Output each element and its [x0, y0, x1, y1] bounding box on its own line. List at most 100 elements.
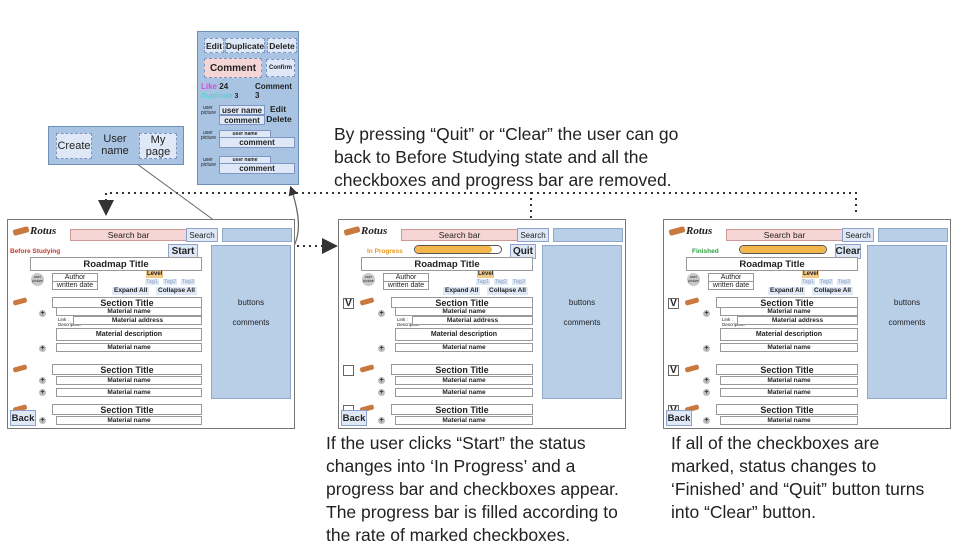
search-bar[interactable]: Search bar: [70, 229, 187, 241]
material-name[interactable]: Material name: [720, 376, 858, 385]
back-button[interactable]: Back: [666, 410, 692, 426]
search-button[interactable]: Search: [186, 228, 218, 242]
tag-badge[interactable]: Tag2: [494, 279, 508, 285]
logo-text: Rotus: [361, 225, 388, 237]
tag-badge[interactable]: Tag3: [181, 279, 195, 285]
section-title[interactable]: Section Title: [52, 364, 202, 375]
delete-button[interactable]: Delete: [267, 38, 297, 53]
comment-input-button[interactable]: Comment: [204, 58, 262, 78]
user-picture-label-2: user picture: [201, 130, 217, 141]
tag-badge[interactable]: Tag2: [819, 279, 833, 285]
material-name[interactable]: Material name: [56, 343, 202, 352]
section-title[interactable]: Section Title: [716, 364, 858, 375]
section-title[interactable]: Section Title: [52, 404, 202, 415]
user-menu-box[interactable]: [878, 228, 948, 242]
material-name[interactable]: Material name: [395, 343, 533, 352]
material-name[interactable]: Material name: [56, 388, 202, 397]
side-buttons-label[interactable]: buttons: [893, 298, 921, 307]
collapse-all-button[interactable]: Collapse All: [487, 287, 528, 295]
material-address[interactable]: Material address: [73, 316, 202, 325]
material-name[interactable]: Material name: [56, 416, 202, 425]
side-comments-label[interactable]: comments: [888, 318, 926, 327]
expand-material-icon[interactable]: +: [39, 417, 46, 424]
edit-comment-button[interactable]: Edit: [269, 104, 287, 114]
annotation-right-line: marked, status changes to: [671, 456, 877, 476]
expand-material-icon[interactable]: +: [39, 377, 46, 384]
rotus-logo[interactable]: Rotus: [343, 224, 388, 238]
user-picture-avatar[interactable]: user picture: [31, 273, 44, 286]
collapse-all-button[interactable]: Collapse All: [156, 287, 197, 295]
search-bar[interactable]: Search bar: [401, 229, 518, 241]
clear-button[interactable]: Clear: [835, 244, 861, 259]
back-button[interactable]: Back: [10, 410, 36, 426]
section-title[interactable]: Section Title: [391, 404, 533, 415]
material-name[interactable]: Material name: [720, 416, 858, 425]
expand-all-button[interactable]: Expand All: [768, 287, 806, 295]
expand-material-icon[interactable]: +: [39, 345, 46, 352]
user-picture-avatar[interactable]: user picture: [687, 273, 700, 286]
material-name[interactable]: Material name: [395, 388, 533, 397]
tag-badge[interactable]: Tag1: [476, 279, 490, 285]
rotus-logo[interactable]: Rotus: [668, 224, 712, 238]
material-name[interactable]: Material name: [56, 376, 202, 385]
tag-badge[interactable]: Tag3: [837, 279, 851, 285]
tag-badge[interactable]: Tag1: [801, 279, 815, 285]
side-comments-label[interactable]: comments: [232, 318, 270, 327]
side-buttons-label[interactable]: buttons: [568, 298, 596, 307]
section-checkbox[interactable]: [343, 365, 354, 376]
user-picture-avatar[interactable]: user picture: [362, 273, 375, 286]
expand-material-icon[interactable]: +: [378, 417, 385, 424]
section-title[interactable]: Section Title: [391, 364, 533, 375]
annotation-middle-line: The progress bar is filled according to: [326, 502, 618, 522]
expand-material-icon[interactable]: +: [703, 345, 710, 352]
collapse-icon[interactable]: +: [378, 310, 385, 317]
material-address[interactable]: Material address: [412, 316, 533, 325]
expand-material-icon[interactable]: +: [39, 389, 46, 396]
search-bar[interactable]: Search bar: [726, 229, 843, 241]
section-checkbox[interactable]: V: [668, 298, 679, 309]
expand-material-icon[interactable]: +: [378, 389, 385, 396]
section-checkbox[interactable]: V: [343, 298, 354, 309]
like-button[interactable]: Like: [201, 82, 218, 91]
expand-material-icon[interactable]: +: [703, 377, 710, 384]
search-button[interactable]: Search: [842, 228, 874, 242]
roadmap-title: Roadmap Title: [30, 257, 202, 271]
collapse-icon[interactable]: +: [39, 310, 46, 317]
section-title[interactable]: Section Title: [716, 404, 858, 415]
user-menu-box[interactable]: [222, 228, 292, 242]
user-menu-box[interactable]: [553, 228, 623, 242]
tag-badge[interactable]: Tag2: [163, 279, 177, 285]
material-name[interactable]: Material name: [720, 343, 858, 352]
tag-badge[interactable]: Tag1: [145, 279, 159, 285]
material-name[interactable]: Material name: [395, 307, 533, 316]
expand-all-button[interactable]: Expand All: [112, 287, 150, 295]
back-button[interactable]: Back: [341, 410, 367, 426]
material-name[interactable]: Material name: [720, 307, 858, 316]
delete-comment-button[interactable]: Delete: [266, 114, 292, 124]
edit-button[interactable]: Edit: [204, 38, 224, 53]
collapse-icon[interactable]: +: [703, 310, 710, 317]
confirm-button[interactable]: Confirm: [266, 59, 295, 77]
material-address[interactable]: Material address: [737, 316, 858, 325]
expand-material-icon[interactable]: +: [703, 417, 710, 424]
section-checkbox[interactable]: V: [668, 365, 679, 376]
expand-material-icon[interactable]: +: [378, 345, 385, 352]
expand-material-icon[interactable]: +: [378, 377, 385, 384]
create-button[interactable]: Create: [56, 133, 92, 159]
expand-all-button[interactable]: Expand All: [443, 287, 481, 295]
side-comments-label[interactable]: comments: [563, 318, 601, 327]
material-name[interactable]: Material name: [720, 388, 858, 397]
section-icon: [359, 297, 375, 306]
duplicate-button[interactable]: Duplicate: [225, 38, 265, 53]
side-buttons-label[interactable]: buttons: [237, 298, 265, 307]
material-name[interactable]: Material name: [395, 416, 533, 425]
material-name[interactable]: Material name: [395, 376, 533, 385]
search-button[interactable]: Search: [517, 228, 549, 242]
tag-badge[interactable]: Tag3: [512, 279, 526, 285]
rotus-logo[interactable]: Rotus: [12, 224, 56, 238]
material-name[interactable]: Material name: [56, 307, 202, 316]
my-page-button[interactable]: My page: [139, 133, 177, 159]
annotation-middle: If the user clicks “Start” the status ch…: [326, 432, 619, 547]
collapse-all-button[interactable]: Collapse All: [812, 287, 853, 295]
expand-material-icon[interactable]: +: [703, 389, 710, 396]
